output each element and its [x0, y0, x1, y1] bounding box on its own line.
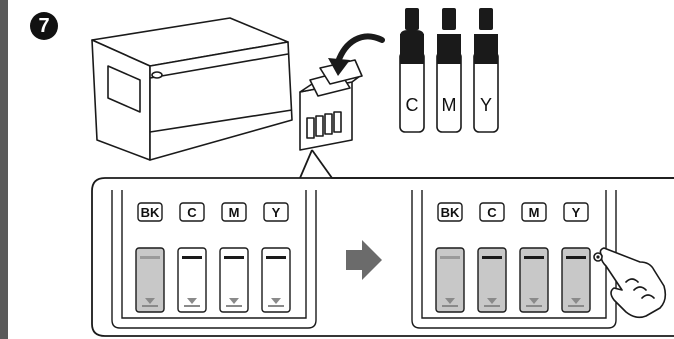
- tank-window: [435, 247, 465, 313]
- tank-label-box: [437, 202, 463, 222]
- lower-line: [568, 305, 584, 307]
- curved-arrow-icon: [328, 33, 385, 76]
- tank-label: M: [229, 205, 240, 220]
- lower-line: [526, 305, 542, 307]
- upper-line: [140, 256, 160, 259]
- bottle-label: C: [406, 95, 419, 115]
- tank-window: [477, 247, 507, 313]
- lower-line: [484, 305, 500, 307]
- upper-line: [266, 256, 286, 259]
- tank-column: BK: [135, 202, 165, 313]
- tank-label: C: [187, 205, 197, 220]
- ink-bottle: Y: [473, 8, 499, 133]
- upper-line: [482, 256, 502, 259]
- tank-column: C: [477, 202, 507, 313]
- lower-line-marker: [229, 298, 239, 304]
- tank-label-box: [221, 202, 247, 222]
- tanks-after: BK C M Y: [435, 202, 591, 313]
- lower-line-marker: [487, 298, 497, 304]
- tank-window: [561, 247, 591, 313]
- upper-line: [182, 256, 202, 259]
- tank-column: M: [219, 202, 249, 313]
- tank-label-box: [263, 202, 289, 222]
- tank-label: Y: [272, 205, 281, 220]
- ink-bottle: C: [399, 8, 425, 133]
- ink-bottle: M: [436, 8, 462, 133]
- tank-label-box: [563, 202, 589, 222]
- tank-label: M: [529, 205, 540, 220]
- tank-column: BK: [435, 202, 465, 313]
- bottle-label: M: [442, 95, 457, 115]
- tank-label-box: [479, 202, 505, 222]
- tank-column: Y: [561, 202, 591, 313]
- tanks-before: BK C M Y: [135, 202, 291, 313]
- lower-line: [268, 305, 284, 307]
- tank-label: BK: [141, 205, 160, 220]
- lower-line: [184, 305, 200, 307]
- tank-window: [219, 247, 249, 313]
- tank-label-box: [179, 202, 205, 222]
- arrow-right-icon: [346, 240, 382, 280]
- tank-label: Y: [572, 205, 581, 220]
- upper-line: [524, 256, 544, 259]
- tank-label: C: [487, 205, 497, 220]
- ink-bottles: C M Y: [399, 8, 499, 133]
- pointing-hand-icon: [593, 247, 667, 319]
- upper-line: [566, 256, 586, 259]
- tank-label-box: [521, 202, 547, 222]
- upper-line: [224, 256, 244, 259]
- lower-line-marker: [529, 298, 539, 304]
- tank-column: M: [519, 202, 549, 313]
- printer-icon: [91, 17, 293, 161]
- ink-tank-unit: [299, 59, 363, 151]
- lower-line-marker: [145, 298, 155, 304]
- zoom-callout: [91, 149, 674, 337]
- bottle-label: Y: [480, 95, 492, 115]
- tank-window: [519, 247, 549, 313]
- lower-line: [226, 305, 242, 307]
- lower-line: [442, 305, 458, 307]
- step-number-badge: 7: [30, 12, 58, 40]
- tank-panel-before: [111, 190, 317, 329]
- tank-column: Y: [261, 202, 291, 313]
- tank-label-box: [137, 202, 163, 222]
- lower-line: [142, 305, 158, 307]
- tank-window: [261, 247, 291, 313]
- tank-window: [135, 247, 165, 313]
- lower-line-marker: [271, 298, 281, 304]
- side-bar: [0, 0, 8, 339]
- lower-line-marker: [445, 298, 455, 304]
- tank-label: BK: [441, 205, 460, 220]
- lower-line-marker: [571, 298, 581, 304]
- lower-line-marker: [187, 298, 197, 304]
- upper-line: [440, 256, 460, 259]
- tank-window: [177, 247, 207, 313]
- tank-column: C: [177, 202, 207, 313]
